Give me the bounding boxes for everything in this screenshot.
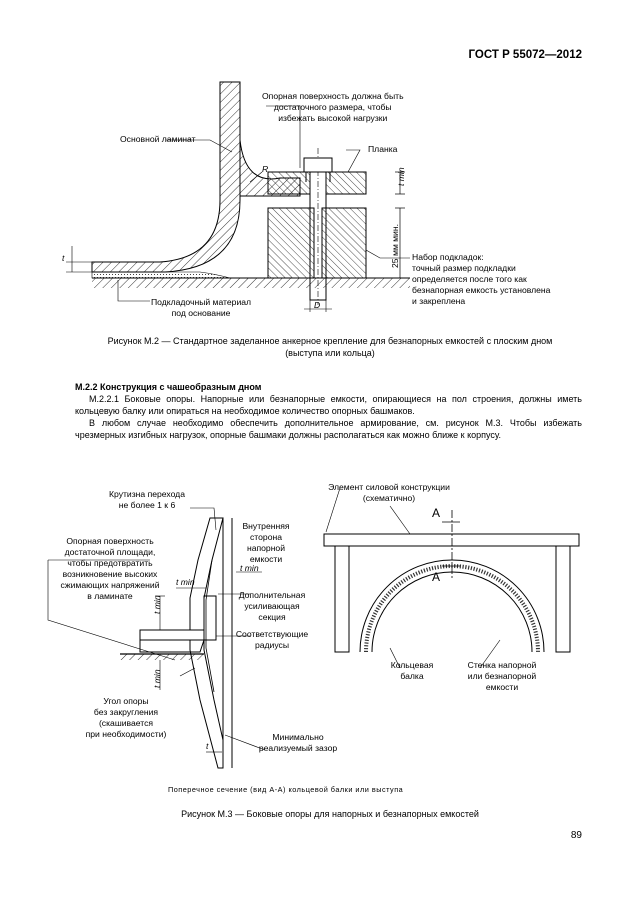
ring-beam-label: Кольцевая балка — [390, 660, 434, 681]
backing-label: Подкладочный материал под основание — [150, 297, 252, 318]
section-text: М.2.2 Конструкция с чашеобразным дном М.… — [75, 381, 582, 441]
d-label: D — [314, 300, 321, 310]
standard-header: ГОСТ Р 55072—2012 — [468, 49, 582, 61]
t-min-vert-label: t min — [152, 595, 162, 614]
wall-label: Стенка напорной или безнапорной емкости — [467, 660, 537, 692]
shim-set-label: Набор подкладок: точный размер подкладки… — [412, 252, 551, 306]
inner-side-label: Внутренняя сторона напорной емкости — [242, 521, 290, 564]
paragraph-1: М.2.2.1 Боковые опоры. Напорные или безн… — [75, 394, 582, 416]
section-a-top-label: A — [432, 506, 441, 520]
steepness-label: Крутизна перехода не более 1 к 6 — [109, 489, 185, 510]
t-min-right-label: t min — [240, 563, 259, 573]
radius-label: R — [262, 164, 269, 174]
structural-element-label: Элемент силовой конструкции (схематично) — [328, 482, 450, 503]
radii-label: Соответствующие радиусы — [235, 629, 309, 650]
main-laminate-label: Основной ламинат — [120, 134, 196, 144]
gap-label: Минимально реализуемый зазор — [258, 732, 338, 753]
figure-m3-caption: Рисунок М.3 — Боковые опоры для напорных… — [181, 809, 479, 819]
additional-section-label: Дополнительная усиливающая секция — [238, 590, 306, 622]
corner-label: Угол опоры без закругления (скашивается … — [85, 696, 167, 739]
paragraph-2: В любом случае необходимо обеспечить доп… — [75, 418, 582, 440]
support-surface-label: Опорная поверхность должна быть достаточ… — [262, 91, 404, 123]
m3-support-surface-label: Опорная поверхность достаточной площади,… — [60, 536, 160, 601]
t-min-vert2-label: t min — [152, 669, 162, 688]
section-note: Поперечное сечение (вид А-А) кольцевой б… — [168, 785, 404, 794]
t-min-top-label: t min — [176, 577, 195, 587]
page-number: 89 — [570, 830, 582, 841]
thickness-label: t — [62, 253, 65, 263]
section-heading: М.2.2 Конструкция с чашеобразным дном — [75, 382, 262, 392]
figure-m2-caption: Рисунок М.2 — Стандартное заделанное анк… — [107, 336, 553, 358]
plate-label: Планка — [368, 144, 398, 154]
t-bottom-label: t — [206, 741, 209, 751]
section-a-bottom-label: A — [432, 570, 441, 584]
